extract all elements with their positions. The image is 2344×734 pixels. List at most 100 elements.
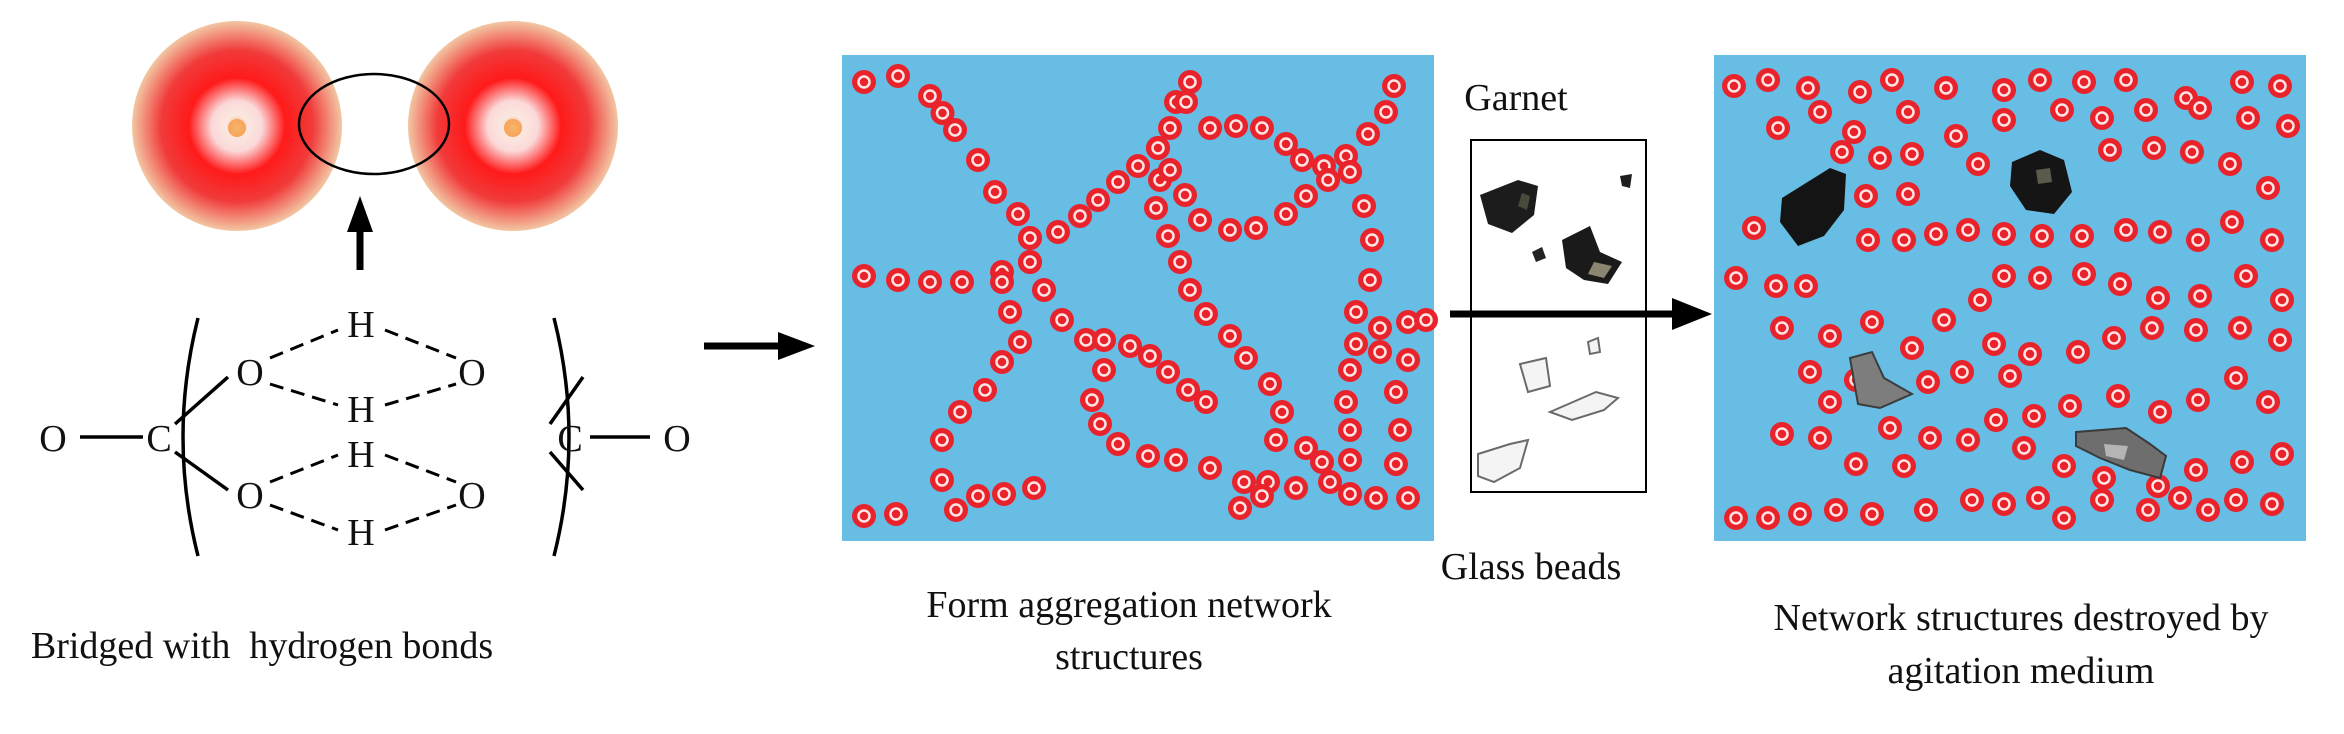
destroyed-caption-line1: Network structures destroyed by [1774, 597, 2269, 639]
particle-ring [1143, 349, 1157, 363]
aggregation-particles [852, 64, 1438, 528]
particle-ring [953, 405, 967, 419]
particle [930, 468, 954, 492]
particle [1250, 484, 1274, 508]
particle [1950, 360, 1974, 384]
particle-ring [2057, 459, 2071, 473]
particle-ring [1747, 221, 1761, 235]
particle-ring [1865, 507, 1879, 521]
particle [1396, 310, 1420, 334]
particle-ring [1178, 188, 1192, 202]
particle-ring [1849, 457, 1863, 471]
particle-ring [1269, 433, 1283, 447]
particle [2070, 224, 2094, 248]
particle [1018, 226, 1042, 250]
particle-ring [2119, 73, 2133, 87]
atom-o-left-end: O [39, 418, 66, 460]
particle [2012, 436, 2036, 460]
particle [1388, 418, 1412, 442]
particle [1966, 152, 1990, 176]
particle [990, 270, 1014, 294]
particle [1368, 316, 1392, 340]
particle-ring [2201, 503, 2215, 517]
particle-ring [2017, 441, 2031, 455]
particle-ring [1989, 413, 2003, 427]
particle [2270, 442, 2294, 466]
particle [992, 482, 1016, 506]
panel-glass-fragments [1848, 350, 2168, 480]
particle-ring [2265, 233, 2279, 247]
particle [1794, 274, 1818, 298]
particle-ring [1349, 305, 1363, 319]
particle [1344, 300, 1368, 324]
particle-ring [1093, 417, 1107, 431]
particle-ring [1905, 341, 1919, 355]
particle-ring [1339, 395, 1353, 409]
particle-ring [1183, 75, 1197, 89]
particle-ring [2275, 293, 2289, 307]
particle [1860, 310, 1884, 334]
sphere-core-left [228, 119, 246, 137]
particle [2218, 152, 2242, 176]
particle [1360, 228, 1384, 252]
particle-ring [1149, 201, 1163, 215]
particle [1900, 336, 1924, 360]
particle-ring [1239, 351, 1253, 365]
particle [1092, 358, 1116, 382]
particle-ring [2261, 181, 2275, 195]
particle [1232, 470, 1256, 494]
particle-ring [2225, 215, 2239, 229]
atom-h-bottom: H [347, 512, 374, 554]
particle-ring [1813, 431, 1827, 445]
particle-ring [2035, 229, 2049, 243]
particle-ring [2241, 111, 2255, 125]
particle [1086, 188, 1110, 212]
particle-ring [1769, 279, 1783, 293]
particle [1824, 498, 1848, 522]
particle-ring [935, 473, 949, 487]
particle-ring [1961, 223, 1975, 237]
particle [852, 504, 876, 528]
particle [2180, 140, 2204, 164]
particle-ring [1193, 213, 1207, 227]
particle-ring [1997, 227, 2011, 241]
particle [930, 428, 954, 452]
particle [1722, 74, 1746, 98]
particle [1968, 288, 1992, 312]
particle [2098, 138, 2122, 162]
particle [1368, 340, 1392, 364]
particle [884, 502, 908, 526]
particle-ring [1775, 321, 1789, 335]
particle [1956, 218, 1980, 242]
particle-ring [2193, 101, 2207, 115]
particle-ring [2179, 91, 2193, 105]
particle-ring [2147, 141, 2161, 155]
particle [1724, 506, 1748, 530]
particle-ring [1897, 233, 1911, 247]
particle [2052, 454, 2076, 478]
particle [1173, 183, 1197, 207]
particle [1092, 328, 1116, 352]
particle [1018, 250, 1042, 274]
particle-ring [1289, 481, 1303, 495]
particle-ring [1111, 437, 1125, 451]
particle-ring [1929, 227, 1943, 241]
particle-ring [1169, 453, 1183, 467]
particle-ring [971, 489, 985, 503]
particle [1924, 222, 1948, 246]
particle [2090, 488, 2114, 512]
particle [1258, 372, 1282, 396]
particle [1396, 348, 1420, 372]
arrow-right-icon [1450, 298, 1712, 330]
particle [1854, 184, 1878, 208]
particle-ring [1923, 431, 1937, 445]
particle [1992, 492, 2016, 516]
particle-ring [1023, 231, 1037, 245]
particle [918, 270, 942, 294]
particle-ring [1011, 207, 1025, 221]
particle [2102, 326, 2126, 350]
particle-ring [1829, 503, 1843, 517]
particle-ring [1181, 383, 1195, 397]
particle [1798, 360, 1822, 384]
particle [1146, 136, 1170, 160]
